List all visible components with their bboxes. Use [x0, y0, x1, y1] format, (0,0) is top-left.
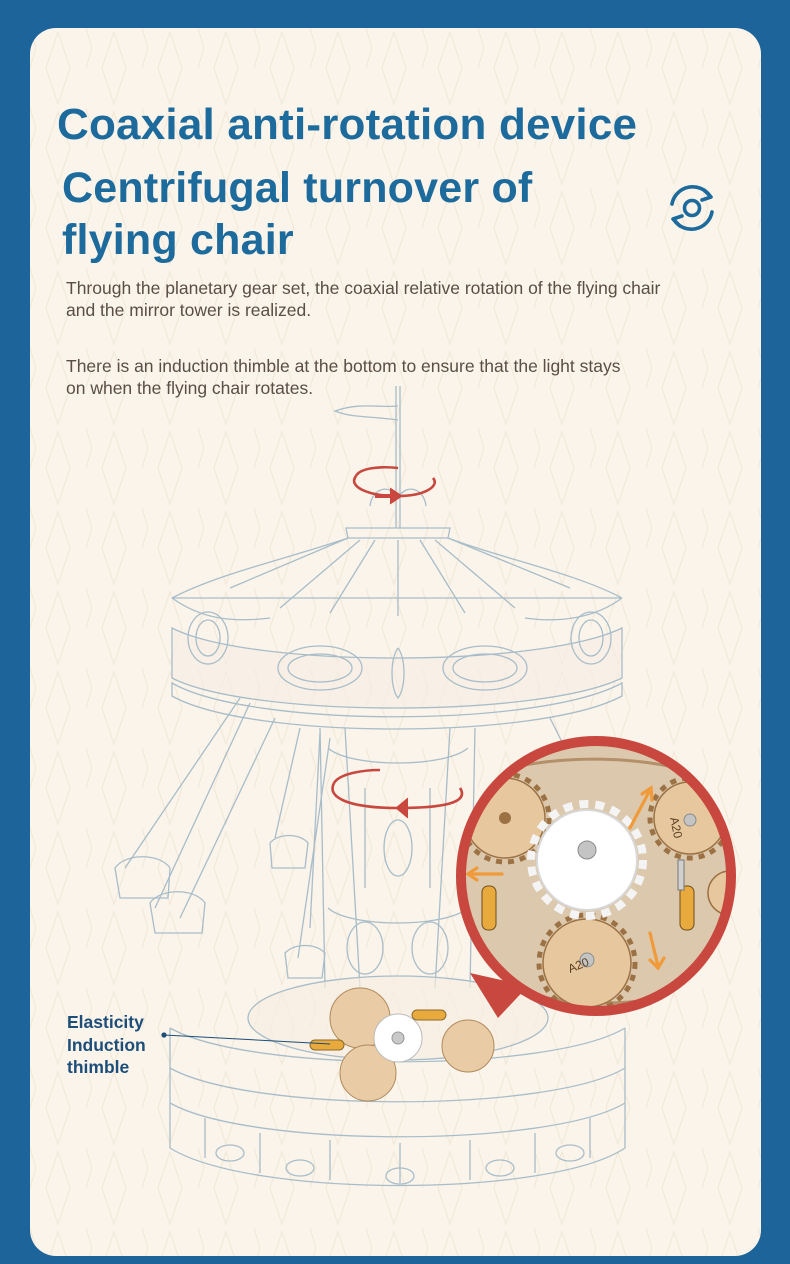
base-gears: [329, 987, 495, 1102]
rotation-arrow-icon: [331, 465, 464, 819]
gear-label-top: A20: [667, 816, 685, 840]
callout-line-1: Elasticity: [67, 1012, 144, 1032]
thimble-callout: Elasticity Induction thimble: [67, 1011, 177, 1079]
rotate-icon: [670, 185, 714, 231]
description-paragraph-1: Through the planetary gear set, the coax…: [66, 278, 661, 320]
page-title: Coaxial anti-rotation device: [57, 100, 638, 149]
callout-line-2: Induction: [67, 1034, 146, 1055]
description-paragraph-2: There is an induction thimble at the bot…: [66, 356, 621, 398]
carousel-illustration: A20 A20 B8: [114, 386, 736, 1187]
page-subtitle: Centrifugal turnover of flying chair: [62, 164, 533, 264]
callout-line-3: thimble: [67, 1057, 130, 1077]
content-card: Coaxial anti-rotation device Centrifugal…: [30, 28, 761, 1256]
